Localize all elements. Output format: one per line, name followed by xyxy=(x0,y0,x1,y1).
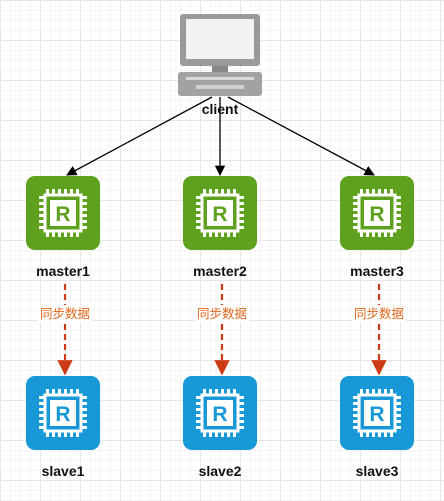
sync-label: 同步数据 xyxy=(40,306,90,321)
redis-chip-icon: R xyxy=(340,176,414,250)
slave-node-1-label: slave1 xyxy=(42,463,85,479)
sync-edge-1: 同步数据 xyxy=(38,284,92,376)
chip-letter: R xyxy=(55,403,70,426)
client-label: client xyxy=(202,101,239,117)
sync-label-bg xyxy=(195,305,249,322)
redis-chip-icon: R xyxy=(183,376,257,450)
redis-chip-icon: R xyxy=(183,176,257,250)
client-node: client xyxy=(178,14,262,117)
sync-label: 同步数据 xyxy=(354,306,404,321)
sync-label-bg xyxy=(352,305,406,322)
sync-label-bg xyxy=(38,305,92,322)
master-node-1-label: master1 xyxy=(36,263,90,279)
chip-letter: R xyxy=(369,203,384,226)
chip-letter: R xyxy=(369,403,384,426)
slave-node-3-label: slave3 xyxy=(356,463,399,479)
master-node-3-label: master3 xyxy=(350,263,404,279)
sync-label: 同步数据 xyxy=(197,306,247,321)
chip-letter: R xyxy=(212,203,227,226)
chip-letter: R xyxy=(212,403,227,426)
client-edges xyxy=(66,96,375,177)
computer-icon xyxy=(178,14,262,96)
sync-edges: 同步数据 同步数据 同步数据 xyxy=(38,284,406,376)
slave-node-2-label: slave2 xyxy=(199,463,242,479)
edge-client-master1 xyxy=(66,96,213,176)
edge-client-master3 xyxy=(227,96,375,176)
redis-chip-icon: R xyxy=(340,376,414,450)
sync-edge-3: 同步数据 xyxy=(352,284,406,376)
chip-letter: R xyxy=(55,203,70,226)
redis-chip-icon: R xyxy=(26,376,100,450)
redis-chip-icon: R xyxy=(26,176,100,250)
master-node-2-label: master2 xyxy=(193,263,247,279)
sync-edge-2: 同步数据 xyxy=(195,284,249,376)
